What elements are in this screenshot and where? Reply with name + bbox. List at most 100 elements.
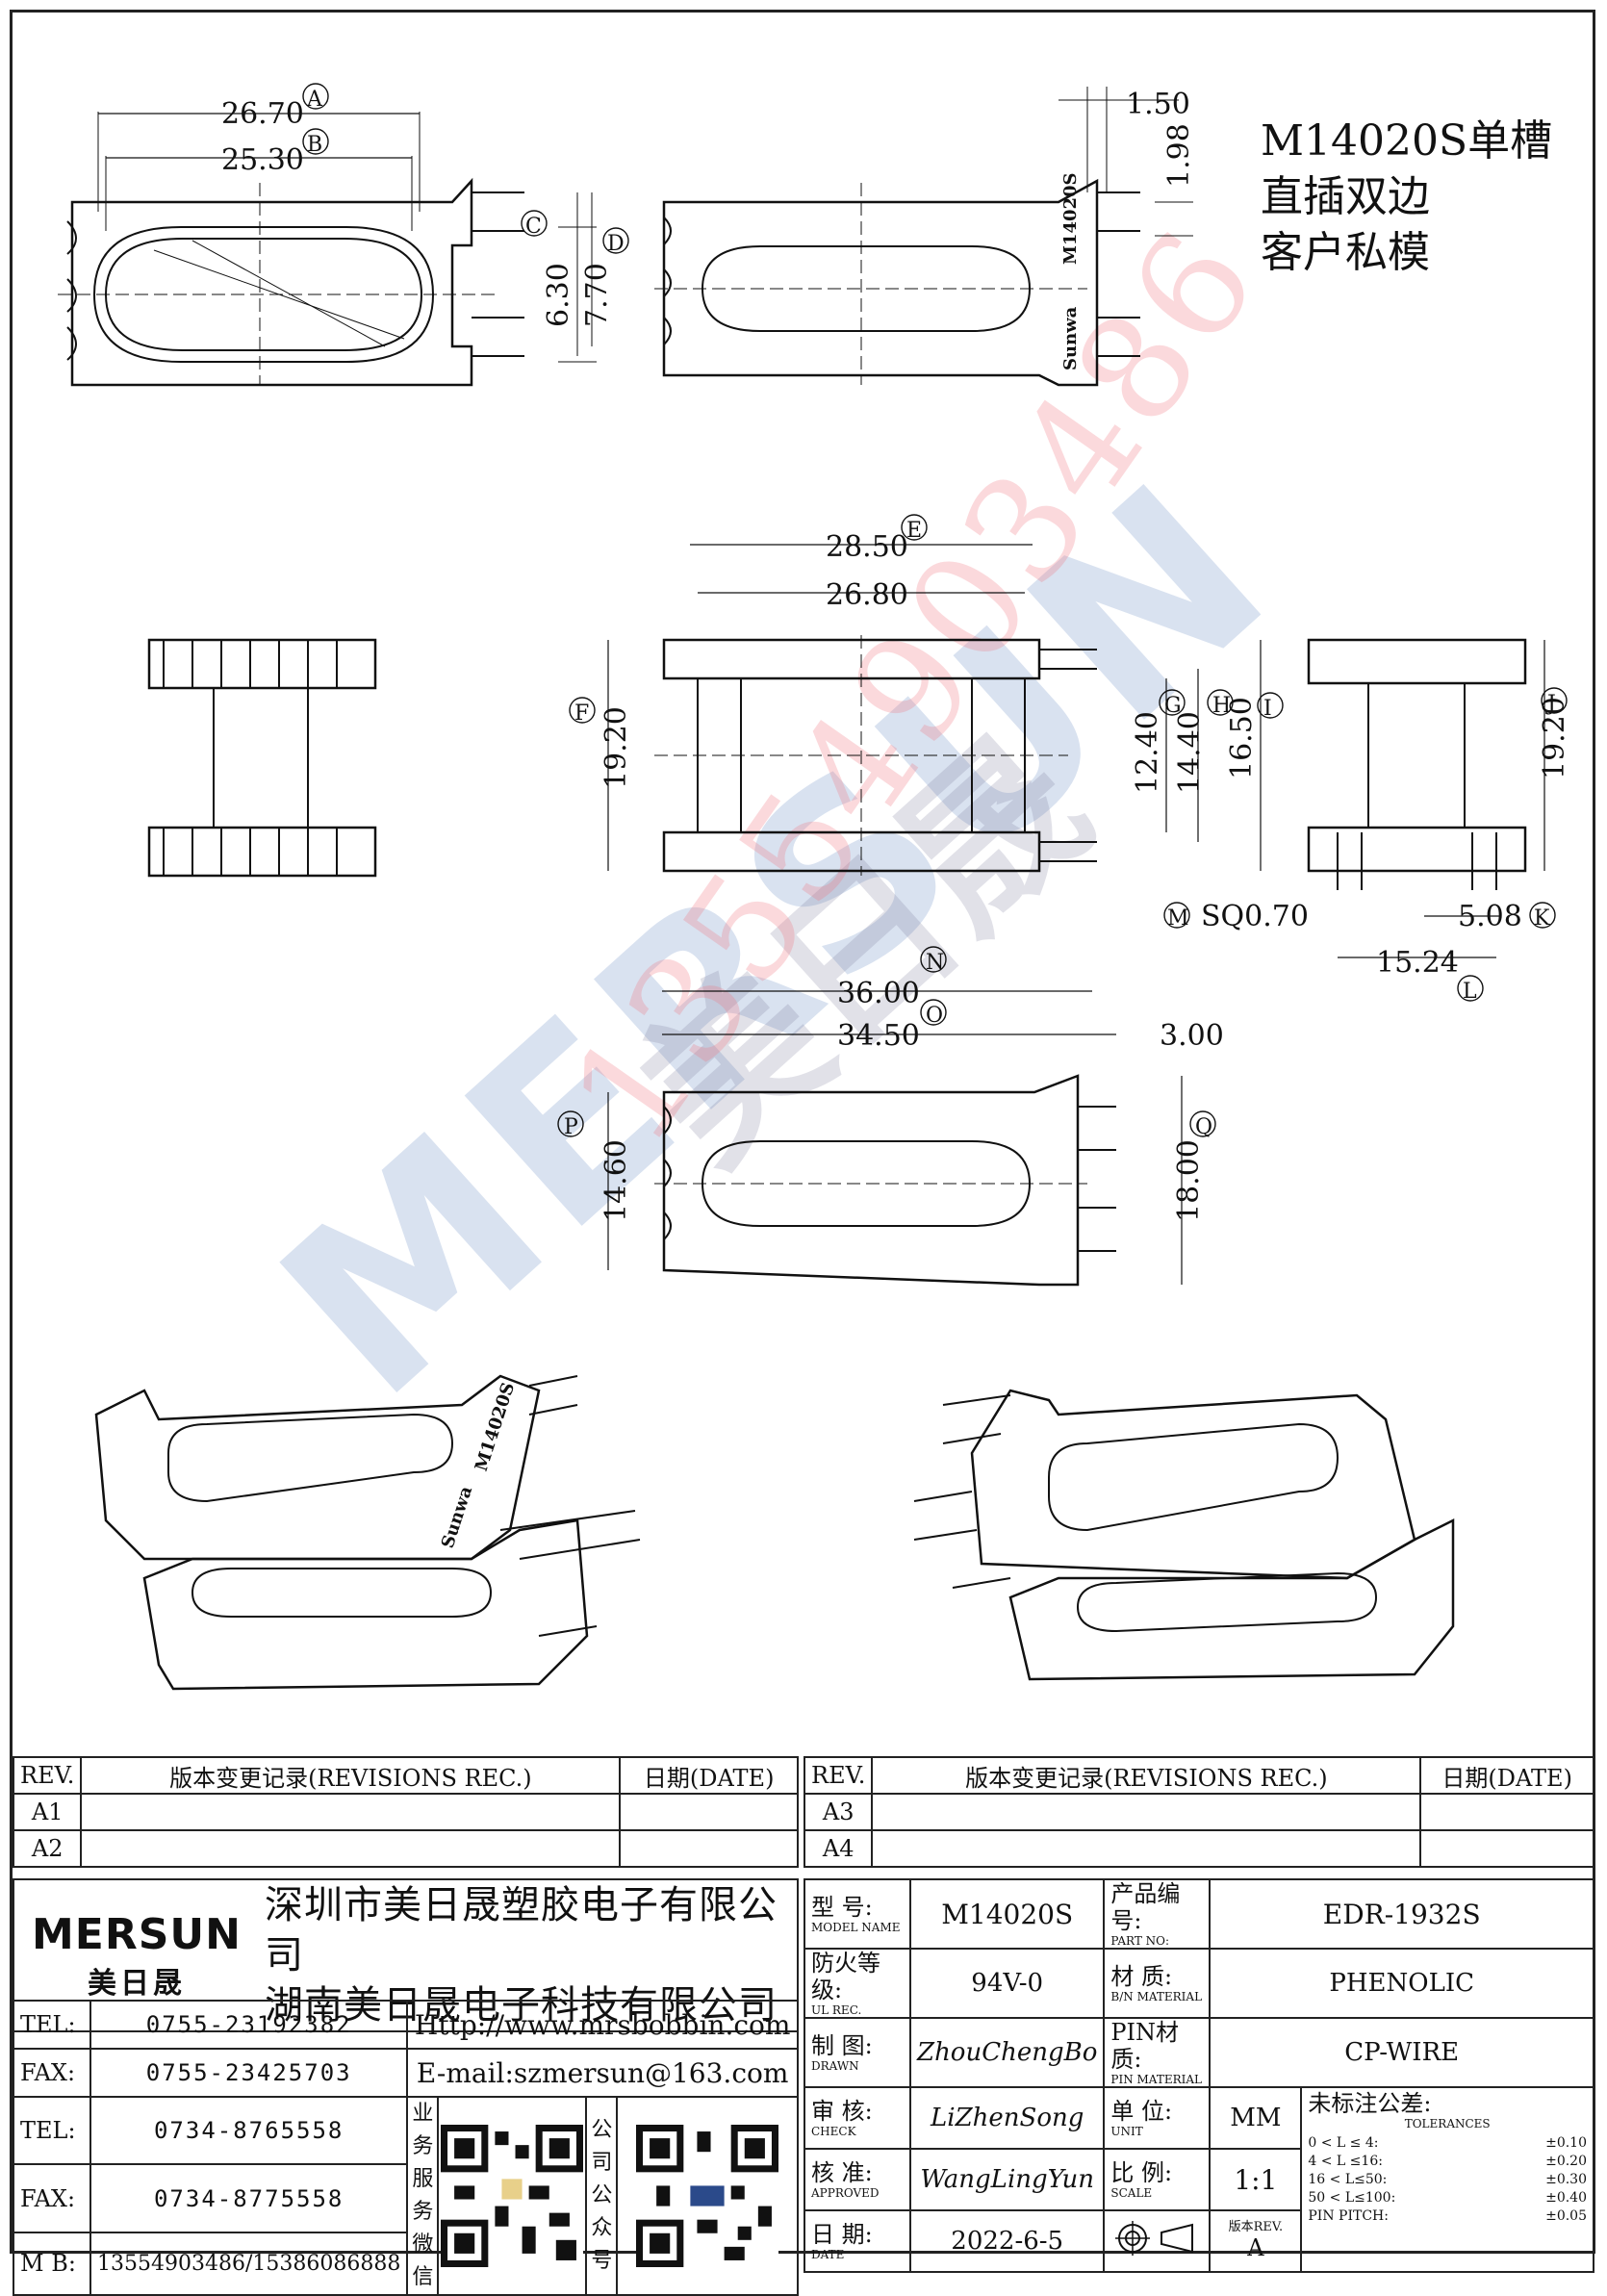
dim-h: 14.40 xyxy=(1173,711,1207,794)
svg-text:A: A xyxy=(306,88,323,112)
svg-text:F: F xyxy=(574,702,589,726)
rev-row: A3 xyxy=(803,1793,874,1831)
material-value: PHENOLIC xyxy=(1209,1948,1594,2019)
part-value: EDR-1932S xyxy=(1209,1878,1594,1950)
svg-text:G: G xyxy=(1164,694,1182,718)
wechat-qr-icon xyxy=(441,2125,584,2267)
qr2-label: 公司公众号 xyxy=(591,2118,613,2273)
part-label-cell: 产品编号:PART NO: xyxy=(1103,1878,1212,1950)
tolerances-cell: 未标注公差: TOLERANCES 0 < L ≤ 4:±0.10 4 < L … xyxy=(1300,2086,1594,2273)
view-end-left xyxy=(147,638,377,878)
svg-text:E: E xyxy=(906,519,922,543)
view-iso-left: M14020S Sunwa xyxy=(94,1374,641,1691)
qr2-label-cell: 公司公众号 xyxy=(585,2096,619,2296)
check-label-cell: 审 核:CHECK xyxy=(804,2086,911,2150)
logo-text: MERSUN xyxy=(32,1909,242,1959)
dim-l: 15.24 xyxy=(1376,946,1459,980)
date-label-cell: 日 期:DATE xyxy=(804,2209,911,2273)
svg-text:B: B xyxy=(307,133,322,157)
dim-c1: 6.30 xyxy=(542,263,575,327)
version-value: A xyxy=(1247,2234,1264,2261)
view-top-center: 28.50 26.80 19.20 12.40 14.40 E F G H xyxy=(569,514,1234,876)
technical-drawing: 26.70 25.30 6.30 7.70 A B C D 1.50 1.98 … xyxy=(58,83,1571,1691)
dim-i: 16.50 xyxy=(1225,697,1259,779)
tolerance-row: 16 < L≤50:±0.30 xyxy=(1308,2172,1587,2187)
qr1-cell xyxy=(437,2096,588,2296)
revisions-table-right: REV. 版本变更记录(REVISIONS REC.) 日期(DATE) A3 … xyxy=(803,1756,1594,1868)
dim-r: 3.00 xyxy=(1160,1019,1224,1053)
svg-text:M14020S: M14020S xyxy=(472,1380,519,1473)
dim-q: 18.00 xyxy=(1172,1139,1206,1222)
dim-a: 26.70 xyxy=(221,97,304,131)
svg-text:M: M xyxy=(1167,906,1189,931)
dim-p: 14.60 xyxy=(599,1139,633,1222)
rev-rec-header: 版本变更记录(REVISIONS REC.) xyxy=(871,1756,1422,1795)
note-line-1: M14020S单槽 xyxy=(1261,116,1553,166)
svg-text:O: O xyxy=(926,1004,943,1028)
material-label-cell: 材 质:B/N MATERIAL xyxy=(1103,1948,1212,2019)
dim-f: 19.20 xyxy=(599,706,633,789)
pin-label-cell: PIN材质:PIN MATERIAL xyxy=(1103,2017,1212,2088)
view-iso-right xyxy=(913,1389,1455,1681)
svg-text:Q: Q xyxy=(1195,1115,1212,1139)
view-side-top: 1.50 1.98 M14020S Sunwa xyxy=(654,87,1196,387)
rev-row: A1 xyxy=(12,1793,83,1831)
dim-b: 25.30 xyxy=(221,143,304,177)
pin-value: CP-WIRE xyxy=(1209,2017,1594,2088)
tel1: 0755-23192382 xyxy=(89,2000,409,2050)
model-label-cell: 型 号:MODEL NAME xyxy=(804,1878,911,1950)
tolerance-row: 50 < L≤100:±0.40 xyxy=(1308,2190,1587,2206)
version-cell: 版本REV. A xyxy=(1209,2209,1303,2273)
svg-text:L: L xyxy=(1463,980,1477,1004)
svg-text:Sunwa: Sunwa xyxy=(438,1484,477,1551)
svg-text:I: I xyxy=(1263,697,1272,721)
dim-m: SQ0.70 xyxy=(1201,900,1309,933)
svg-text:H: H xyxy=(1212,694,1231,718)
qr1-label: 业务服务微信 xyxy=(412,2102,434,2289)
logo-cn: 美日晟 xyxy=(88,1966,186,2001)
rev-rec-header: 版本变更记录(REVISIONS REC.) xyxy=(80,1756,622,1795)
dim-n: 36.00 xyxy=(837,977,920,1010)
svg-text:N: N xyxy=(926,951,944,975)
svg-text:J: J xyxy=(1545,692,1556,716)
revisions-table-left: REV. 版本变更记录(REVISIONS REC.) 日期(DATE) A1 … xyxy=(12,1756,799,1868)
tolerance-row: 0 < L ≤ 4:±0.10 xyxy=(1308,2135,1587,2151)
unit-label-cell: 单 位:UNIT xyxy=(1103,2086,1212,2150)
scale-label-cell: 比 例:SCALE xyxy=(1103,2148,1212,2211)
tel1-label: TEL: xyxy=(13,2000,91,2050)
dim-e2: 26.80 xyxy=(826,578,908,612)
model-value: M14020S xyxy=(908,1878,1106,1950)
official-account-qr-icon xyxy=(636,2125,779,2267)
drawing-frame xyxy=(10,10,1595,2254)
fax1-label: FAX: xyxy=(13,2048,91,2098)
contact-table: TEL: 0755-23192382 Http://www.mrsbobbin.… xyxy=(13,2000,799,2296)
projection-icon xyxy=(1115,2221,1194,2256)
fax2-label: FAX: xyxy=(13,2163,91,2233)
company-name-1: 深圳市美日晟塑胶电子有限公司 xyxy=(265,1883,778,1977)
drawn-value: ZhouChengBo xyxy=(908,2017,1106,2088)
note-line-2: 直插双边 xyxy=(1261,172,1430,221)
rev-date-header: 日期(DATE) xyxy=(1419,1756,1594,1795)
qr1-label-cell: 业务服务微信 xyxy=(406,2096,440,2296)
tel2: 0734-8765558 xyxy=(89,2095,409,2166)
projection-symbol xyxy=(1103,2209,1212,2273)
rev-row: A2 xyxy=(12,1829,83,1868)
check-value: LiZhenSong xyxy=(908,2086,1106,2150)
svg-text:C: C xyxy=(525,215,542,239)
spec-table: 型 号:MODEL NAME M14020S 产品编号:PART NO: EDR… xyxy=(804,1878,1594,2273)
rev-date-header: 日期(DATE) xyxy=(619,1756,799,1795)
unit-value: MM xyxy=(1209,2086,1303,2150)
tolerance-row: 4 < L ≤16:±0.20 xyxy=(1308,2154,1587,2169)
approved-label-cell: 核 准:APPROVED xyxy=(804,2148,911,2211)
dim-c2: 7.70 xyxy=(580,263,614,327)
fax1: 0755-23425703 xyxy=(89,2048,409,2098)
ul-value: 94V-0 xyxy=(908,1948,1106,2019)
drawn-label-cell: 制 图:DRAWN xyxy=(804,2017,911,2088)
email: E-mail:szmersun@163.com xyxy=(406,2048,799,2098)
dim-k: 5.08 xyxy=(1458,900,1522,933)
rev-header: REV. xyxy=(12,1756,83,1795)
dim-g: 12.40 xyxy=(1131,711,1164,794)
mobile: 13554903486/15386086888 xyxy=(89,2231,409,2296)
svg-text:D: D xyxy=(607,232,625,256)
drawing-note: M14020S单槽 直插双边 客户私模 xyxy=(1261,114,1552,281)
